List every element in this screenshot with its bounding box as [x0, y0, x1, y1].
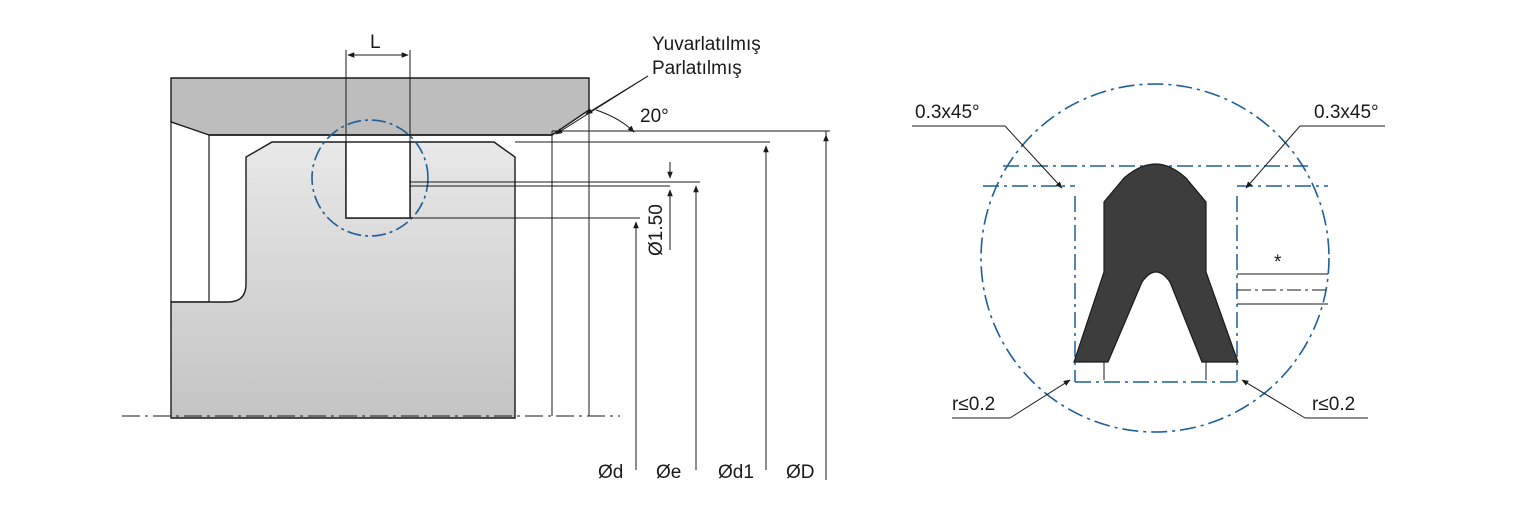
label-extrusion-gap: Ø1.50 — [646, 204, 667, 256]
label-dim-d: Ød — [598, 462, 623, 483]
label-radius-left: r≤0.2 — [952, 394, 995, 415]
detail-circle-right — [980, 83, 1330, 433]
label-radius-right: r≤0.2 — [1312, 394, 1355, 415]
chamfer-callout-left: 0.3x45° — [912, 102, 1063, 189]
housing-body — [170, 77, 590, 136]
label-surface-rounded: Yuvarlatılmış — [652, 34, 761, 55]
radius-callout-left: r≤0.2 — [952, 379, 1071, 419]
angle-dimension: 20° — [595, 106, 669, 133]
seal-profile — [1073, 163, 1239, 363]
diameter-dimensions: Ø1.50 Ød Øe Ød1 ØD — [410, 110, 830, 483]
label-dim-d1: Ød1 — [718, 462, 754, 483]
label-dim-e: Øe — [656, 462, 681, 483]
housing-cross-section — [170, 77, 590, 136]
groove-length-dimension: L — [345, 32, 411, 142]
piston-with-groove — [170, 141, 516, 419]
label-asterisk: * — [1274, 252, 1282, 273]
label-dim-D: ØD — [786, 462, 815, 483]
label-surface-polished: Parlatılmış — [652, 58, 742, 79]
chamfer-callout-right: 0.3x45° — [1245, 102, 1385, 189]
label-groove-length: L — [370, 32, 381, 53]
radius-callout-right: r≤0.2 — [1241, 379, 1368, 419]
piston-body — [170, 121, 552, 419]
asterisk-dimension: * — [1237, 252, 1328, 305]
label-angle: 20° — [640, 106, 669, 127]
seal-groove — [345, 141, 411, 219]
label-chamfer-right: 0.3x45° — [1314, 102, 1379, 123]
label-chamfer-left: 0.3x45° — [915, 102, 980, 123]
surface-finish-callout: Yuvarlatılmış Parlatılmış — [555, 34, 761, 135]
detail-circle-left — [311, 119, 429, 237]
